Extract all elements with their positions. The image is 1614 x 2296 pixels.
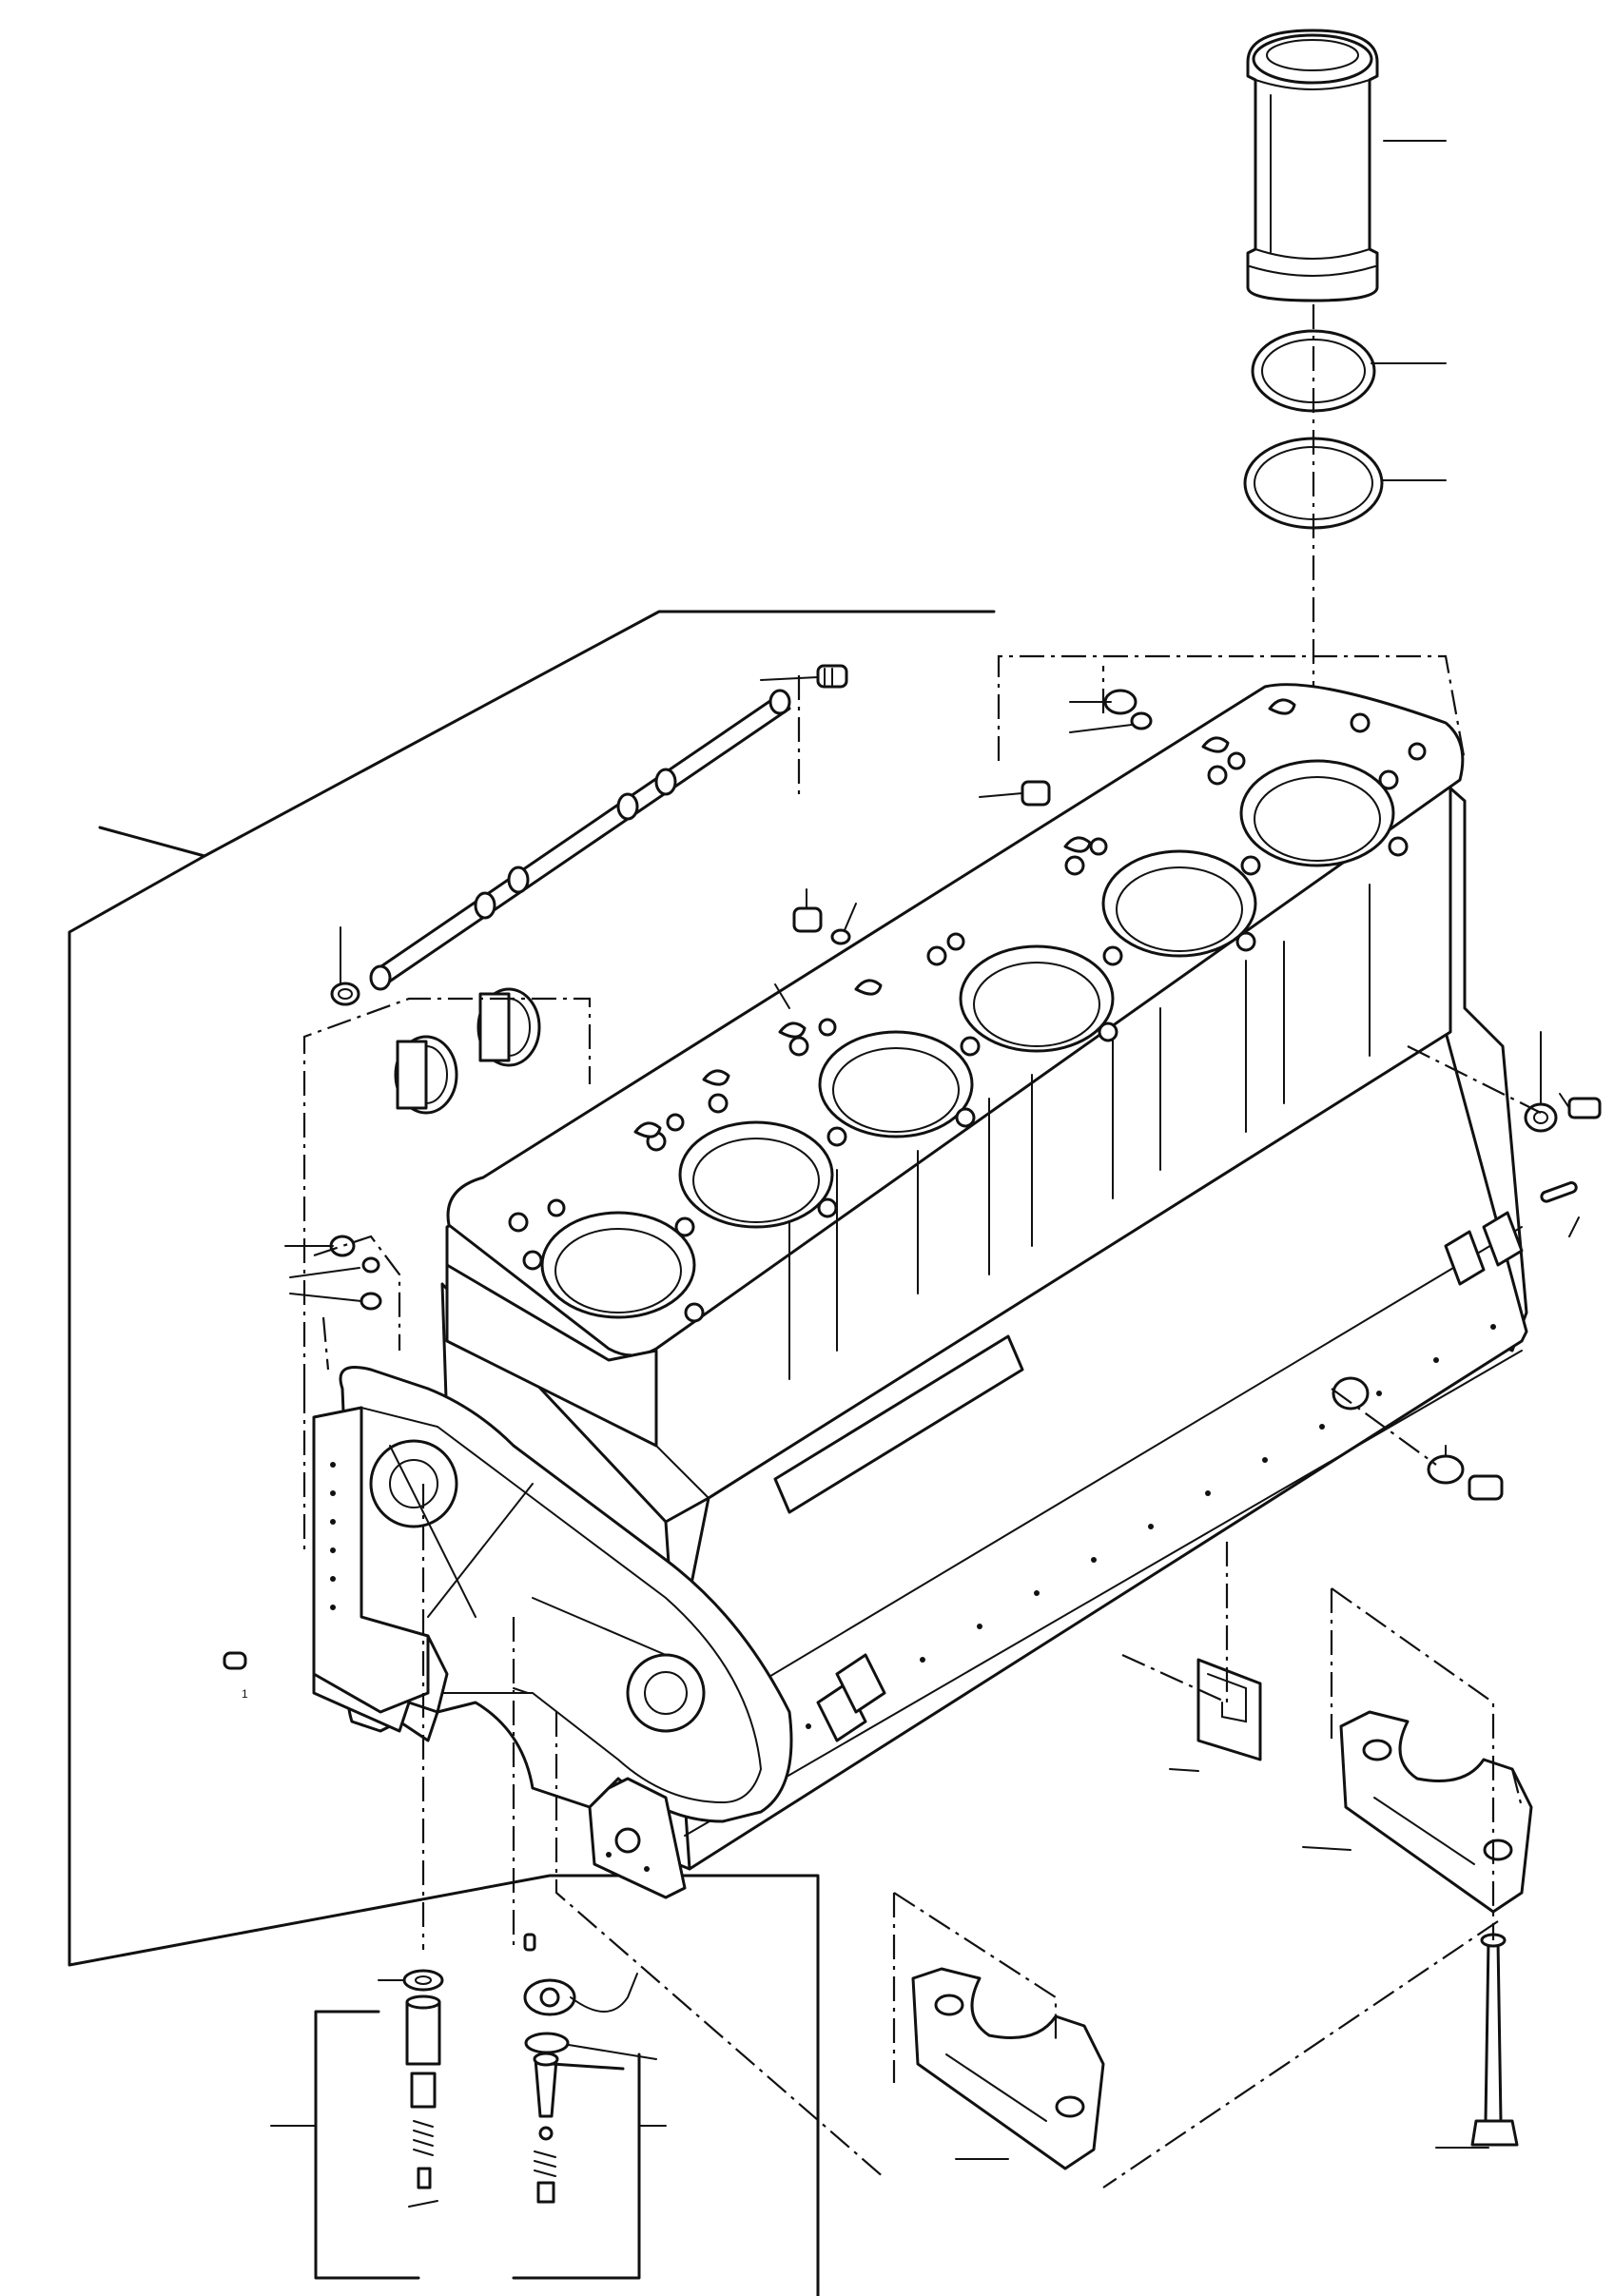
plug-deck-top — [1103, 689, 1153, 730]
main-bearing-cap-rear — [1339, 1710, 1533, 1914]
bottom-brackets — [314, 2010, 641, 2280]
pin-right — [1540, 1181, 1578, 1203]
deck-holes — [508, 698, 1427, 1323]
plug-gallery-end — [816, 664, 848, 689]
dowel-pin: 1 — [223, 1651, 248, 1701]
leader-right-washer — [568, 2044, 657, 2060]
leader-plug-deck-mid — [979, 792, 1023, 798]
cylinder-bores — [540, 759, 1395, 1319]
plug-front-small — [329, 1235, 382, 1311]
dowel-mark: 1 — [242, 1687, 248, 1701]
callout-leaders — [270, 140, 1580, 2160]
gear-housing — [312, 1366, 793, 1823]
leader-plug-deck-b — [1069, 724, 1133, 733]
leader-plug-front-small-b — [289, 1267, 360, 1278]
leader-plug-right-b — [1559, 1093, 1570, 1109]
cylinder-liner — [1246, 29, 1379, 302]
group-bracket — [68, 610, 996, 2296]
nozzle-assembly-left — [402, 1969, 444, 2208]
leader-pin-front — [513, 1687, 529, 1694]
nozzle-assembly-right — [523, 1933, 638, 2204]
leader-plug-gallery — [760, 676, 819, 681]
leader-deck — [774, 983, 790, 1009]
cam-bushings — [394, 987, 541, 1115]
leader-plug-front-small-c — [289, 1293, 362, 1302]
leader-pin-right — [1568, 1216, 1580, 1237]
rail-bolt-holes — [749, 1324, 1496, 1762]
leader-plug-front-b — [844, 903, 857, 931]
plug-top-left — [330, 982, 360, 1006]
plug-deck-front — [792, 906, 851, 945]
leader-cap-rear — [1302, 1846, 1351, 1851]
main-bearing-cap-front — [911, 1967, 1105, 2170]
side-brackets — [816, 1211, 1524, 1742]
block-foot — [588, 1777, 687, 1899]
assembly-guide-lines — [302, 654, 1542, 2189]
thrust-washer — [1196, 1658, 1262, 1761]
plug-right-upper — [1524, 1097, 1602, 1133]
oil-gallery-pipe — [369, 689, 791, 991]
plug-deck-middle — [1021, 780, 1051, 807]
leader-thrust-washer — [1169, 1768, 1199, 1772]
main-bearing-bolt — [1470, 1933, 1519, 2147]
